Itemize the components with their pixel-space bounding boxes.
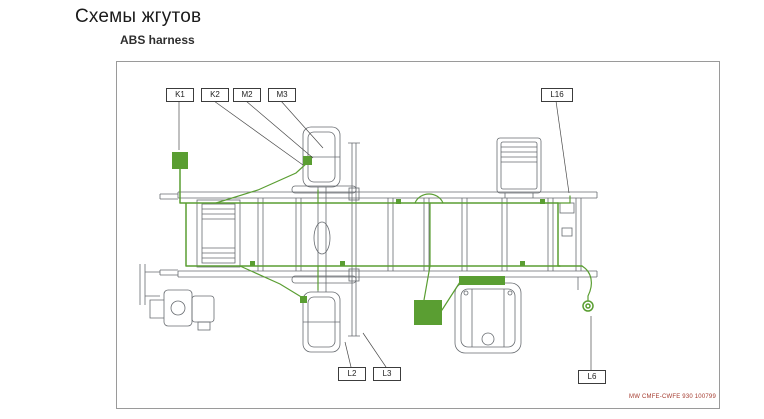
harness-overlay bbox=[179, 162, 594, 312]
connector-label-l6: L6 bbox=[578, 370, 606, 384]
connector-label-k1: K1 bbox=[166, 88, 194, 102]
harness-connector-blocks bbox=[172, 152, 545, 325]
diagram-subtitle: ABS harness bbox=[120, 33, 195, 47]
connector-label-l16: L16 bbox=[541, 88, 573, 102]
connector-label-m3: M3 bbox=[268, 88, 296, 102]
connector-label-l2: L2 bbox=[338, 367, 366, 381]
connector-label-m2: M2 bbox=[233, 88, 261, 102]
diagram-part-number: MW CMFE-CWFE 930 100799 bbox=[629, 394, 716, 400]
connector-label-k2: K2 bbox=[201, 88, 229, 102]
chassis-drawing bbox=[139, 126, 598, 354]
label-leader-lines bbox=[178, 100, 592, 370]
diagram-border bbox=[116, 61, 720, 409]
page-title: Схемы жгутов bbox=[75, 6, 202, 27]
connector-label-l3: L3 bbox=[373, 367, 401, 381]
